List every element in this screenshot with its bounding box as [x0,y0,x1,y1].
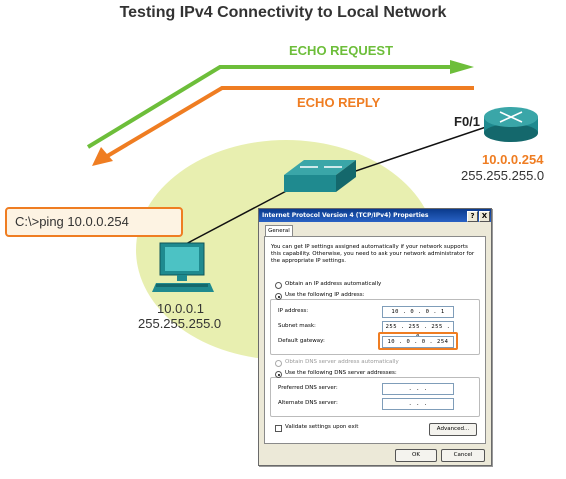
dialog-titlebar: Internet Protocol Version 4 (TCP/IPv4) P… [259,209,491,222]
validate-label: Validate settings upon exit [285,424,359,430]
default-gateway-label: Default gateway: [278,338,325,344]
alternate-dns-field[interactable]: . . . [382,398,454,410]
router-icon [484,107,538,142]
default-gateway-field[interactable]: 10 . 0 . 0 . 254 [382,336,454,348]
echo-request-arrow [86,65,462,149]
tab-general[interactable]: General [265,225,293,237]
dialog-title: Internet Protocol Version 4 (TCP/IPv4) P… [262,212,429,219]
page-title: Testing IPv4 Connectivity to Local Netwo… [119,4,447,21]
ip-address-field[interactable]: 10 . 0 . 0 . 1 [382,306,454,318]
ip-address-label: IP address: [278,308,309,314]
subnet-mask-label: Subnet mask: [278,323,316,329]
gateway-highlight [378,332,458,350]
obtain-ip-auto-label: Obtain an IP address automatically [285,281,382,287]
echo-request-label: ECHO REQUEST [289,43,394,58]
obtain-dns-auto-label: Obtain DNS server address automatically [285,359,399,365]
preferred-dns-label: Preferred DNS server: [278,385,338,391]
use-following-dns-radio[interactable] [275,371,282,378]
pc-icon [152,242,214,292]
pc-switch-cable [181,187,293,247]
alternate-dns-label: Alternate DNS server: [278,400,338,406]
use-following-ip-label: Use the following IP address: [285,292,367,299]
validate-checkbox[interactable] [275,425,282,432]
preferred-dns-field[interactable]: . . . [382,383,454,395]
advanced-button[interactable]: Advanced... [429,423,477,436]
dialog-description: You can get IP settings assigned automat… [271,244,475,264]
router-interface-label: F0/1 [454,114,481,129]
obtain-dns-auto-radio[interactable] [275,360,282,367]
general-panel: You can get IP settings assigned automat… [264,236,486,444]
dns-group [270,377,480,417]
use-following-dns-label: Use the following DNS server addresses: [285,370,399,377]
echo-reply-label: ECHO REPLY [297,95,381,110]
echo-reply-arrow [102,86,474,160]
router-mask-label: 255.255.255.0 [461,168,545,183]
use-following-ip-radio[interactable] [275,293,282,300]
switch-router-cable [337,126,487,178]
close-button[interactable]: X [479,211,490,222]
cancel-button[interactable]: Cancel [441,449,485,462]
router-ip-label: 10.0.0.254 [482,152,544,167]
ipv4-properties-dialog: Internet Protocol Version 4 (TCP/IPv4) P… [258,208,492,466]
ip-address-group [270,299,480,355]
echo-reply-arrowhead [92,147,113,166]
pc-ip-label: 10.0.0.1 [157,301,204,316]
help-button[interactable]: ? [467,211,478,222]
ping-command-box: C:\>ping 10.0.0.254 [5,207,183,237]
echo-request-arrowhead [450,60,474,74]
switch-icon [284,160,356,192]
ok-button[interactable]: OK [395,449,437,462]
obtain-ip-auto-radio[interactable] [275,282,282,289]
pc-mask-label: 255.255.255.0 [138,316,222,331]
